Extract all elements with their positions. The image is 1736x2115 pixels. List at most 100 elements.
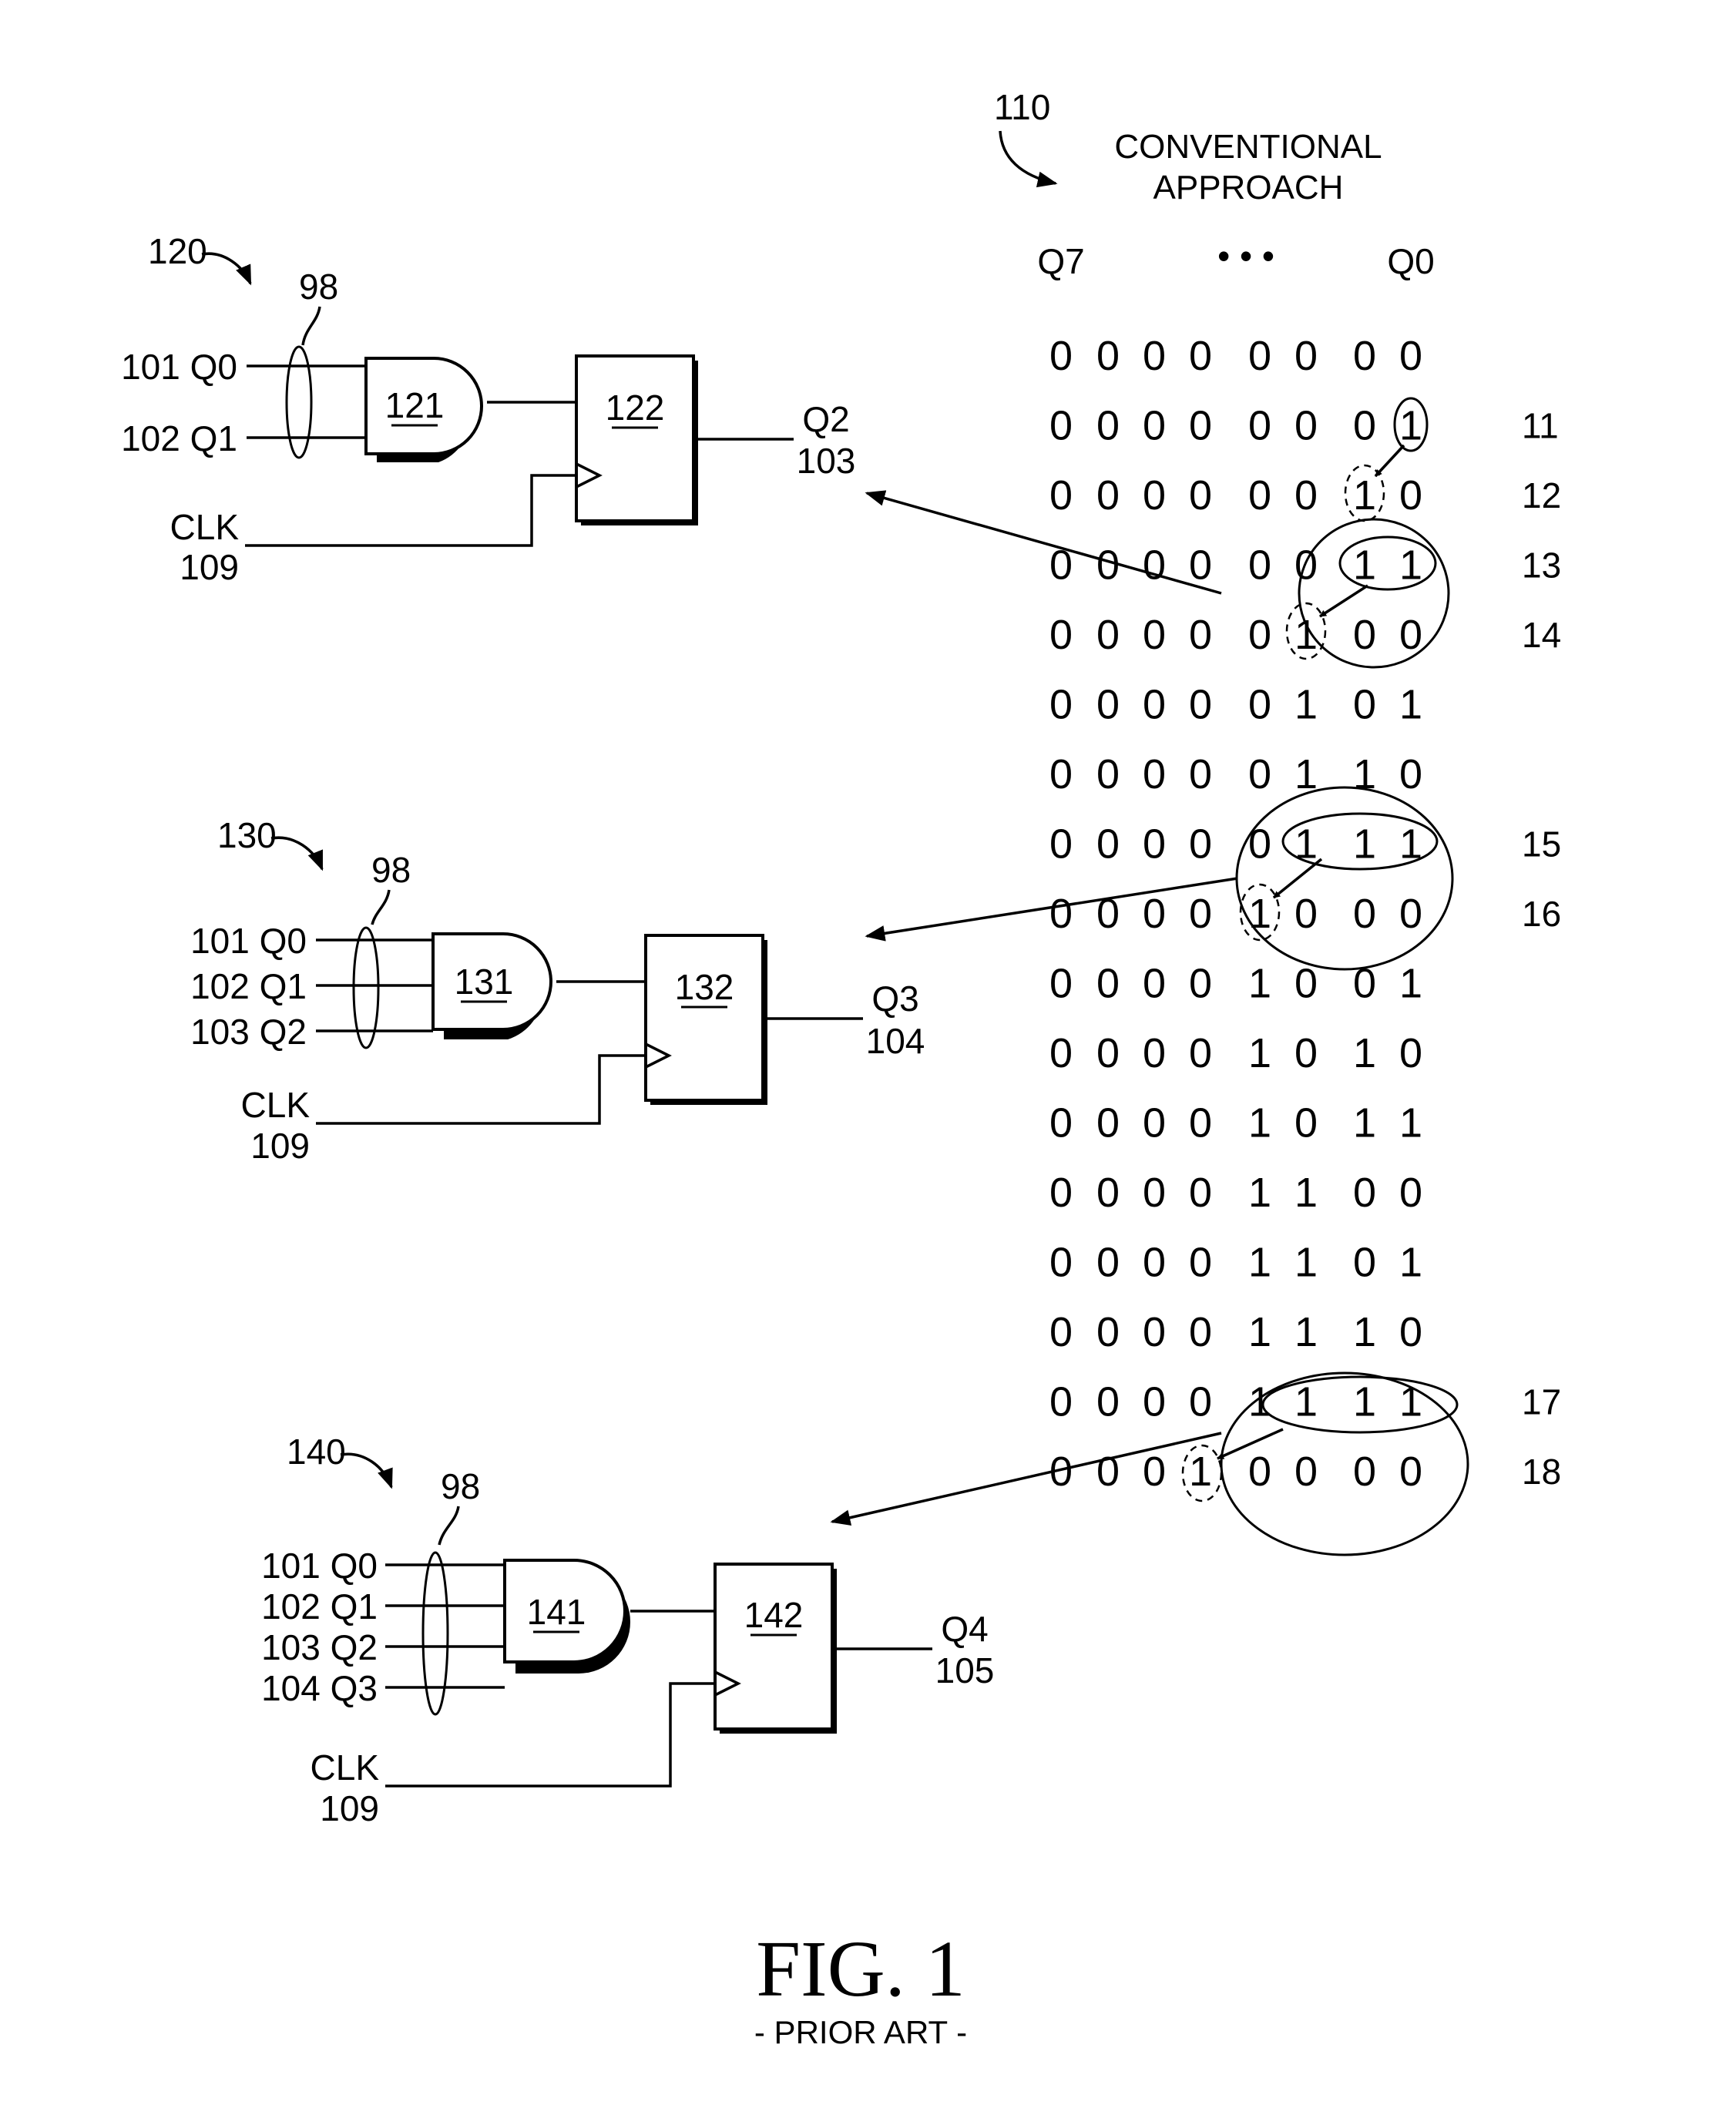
- bit-cell: 0: [1353, 1449, 1376, 1495]
- bit-cell: 0: [1399, 1170, 1422, 1216]
- flipflop: [646, 935, 763, 1100]
- circuit-140: 140 98 101 Q0 102 Q1 103 Q2 104 Q3 141 1…: [261, 1432, 994, 1828]
- bit-cell: 0: [1353, 1240, 1376, 1286]
- bit-row: 00000010: [1049, 472, 1422, 519]
- bit-cell: 0: [1143, 891, 1166, 937]
- row-ref-label: 12: [1522, 475, 1561, 515]
- table-ref-arrow: [1000, 131, 1056, 183]
- input-label: 102 Q1: [190, 966, 307, 1006]
- bit-cell: 0: [1248, 542, 1271, 589]
- bit-row: 00001111: [1049, 1379, 1422, 1425]
- bit-cell: 0: [1189, 1170, 1212, 1216]
- bit-cell: 0: [1096, 612, 1120, 658]
- bit-cell: 0: [1294, 961, 1318, 1007]
- bit-cell: 0: [1189, 1100, 1212, 1146]
- input-label: 101 Q0: [261, 1546, 378, 1586]
- bit-cell: 0: [1049, 403, 1073, 449]
- bit-cell: 1: [1248, 1100, 1271, 1146]
- output-name: Q2: [802, 399, 849, 439]
- bit-cell: 0: [1189, 751, 1212, 797]
- bit-cell: 1: [1399, 1379, 1422, 1425]
- bit-cell: 0: [1049, 961, 1073, 1007]
- bit-cell: 0: [1248, 1449, 1271, 1495]
- bit-cell: 0: [1399, 891, 1422, 937]
- bit-cell: 0: [1248, 682, 1271, 728]
- bit-cell: 0: [1096, 1030, 1120, 1076]
- bit-cell: 0: [1353, 403, 1376, 449]
- input-bus-ellipse: [287, 347, 311, 458]
- bit-cell: 1: [1353, 1379, 1376, 1425]
- bit-cell: 0: [1294, 891, 1318, 937]
- bit-row: 00001110: [1049, 1309, 1422, 1355]
- input-label: 103 Q2: [261, 1627, 378, 1667]
- bit-cell: 0: [1189, 821, 1212, 868]
- bit-cell: 1: [1294, 1379, 1318, 1425]
- bit-cell: 1: [1353, 472, 1376, 519]
- bit-row: 00001100: [1049, 1170, 1422, 1216]
- bus-ref-leader: [372, 890, 389, 925]
- bit-cell: 0: [1049, 612, 1073, 658]
- clock-wire: [245, 475, 576, 546]
- bit-cell: 0: [1143, 472, 1166, 519]
- clk-ref: 109: [320, 1788, 379, 1828]
- clk-label: CLK: [170, 507, 240, 547]
- bit-cell: 1: [1248, 1030, 1271, 1076]
- row-ref-label: 13: [1522, 546, 1561, 586]
- bit-cell: 0: [1248, 821, 1271, 868]
- bus-ref-leader: [303, 307, 320, 345]
- circuit-ref-arrow: [271, 838, 322, 869]
- bit-cell: 0: [1049, 751, 1073, 797]
- bit-cell: 0: [1353, 891, 1376, 937]
- row-ref-label: 14: [1522, 615, 1561, 655]
- bit-cell: 1: [1353, 821, 1376, 868]
- bit-cell: 1: [1399, 1100, 1422, 1146]
- bus-ref: 98: [299, 267, 338, 307]
- bit-cell: 0: [1294, 403, 1318, 449]
- bit-cell: 0: [1143, 1449, 1166, 1495]
- gate-label: 121: [385, 385, 445, 425]
- bit-cell: 0: [1096, 403, 1120, 449]
- bit-cell: 0: [1294, 1100, 1318, 1146]
- bit-cell: 1: [1399, 403, 1422, 449]
- bit-cell: 0: [1096, 961, 1120, 1007]
- bit-cell: 0: [1189, 333, 1212, 379]
- bit-cell: 0: [1248, 333, 1271, 379]
- bit-cell: 0: [1143, 1030, 1166, 1076]
- input-label: 101 Q0: [121, 347, 237, 387]
- bit-grid: 0000000000000001000000100000001100000100…: [1049, 333, 1422, 1495]
- bit-row: 00000011: [1049, 542, 1422, 589]
- clk-label: CLK: [311, 1747, 380, 1788]
- input-label: 102 Q1: [121, 418, 237, 458]
- bit-cell: 0: [1049, 1170, 1073, 1216]
- row-ref-label: 18: [1522, 1452, 1561, 1492]
- circuit-130: 130 98 101 Q0 102 Q1 103 Q2 131 132 Q3 1…: [190, 815, 925, 1166]
- bit-cell: 1: [1248, 961, 1271, 1007]
- bit-cell: 0: [1096, 1170, 1120, 1216]
- circuit-ref-arrow: [341, 1454, 391, 1487]
- bit-cell: 0: [1189, 1379, 1212, 1425]
- carry-arrow-row11: [1375, 445, 1404, 476]
- bit-cell: 0: [1189, 682, 1212, 728]
- bit-cell: 0: [1353, 1170, 1376, 1216]
- input-label: 103 Q2: [190, 1012, 307, 1052]
- column-label-q0: Q0: [1387, 241, 1434, 281]
- bit-cell: 0: [1143, 1240, 1166, 1286]
- bit-cell: 0: [1189, 612, 1212, 658]
- bit-cell: 0: [1049, 891, 1073, 937]
- bit-cell: 0: [1399, 1309, 1422, 1355]
- output-name: Q4: [941, 1609, 988, 1649]
- flipflop: [576, 356, 693, 521]
- bit-cell: 0: [1096, 1379, 1120, 1425]
- bit-row: 00000111: [1049, 821, 1422, 868]
- bus-ref-leader: [439, 1506, 458, 1545]
- bit-cell: 0: [1049, 821, 1073, 868]
- output-ref: 105: [935, 1650, 995, 1690]
- output-name: Q3: [871, 979, 918, 1019]
- bit-cell: 0: [1353, 612, 1376, 658]
- bit-cell: 0: [1399, 472, 1422, 519]
- circuit-ref-arrow: [202, 253, 250, 284]
- circuit-120: 120 98 101 Q0 102 Q1 121 122 Q2 103 CLK …: [121, 231, 855, 587]
- figure-title: FIG. 1: [756, 1925, 965, 2013]
- bit-cell: 0: [1294, 333, 1318, 379]
- bit-cell: 0: [1096, 821, 1120, 868]
